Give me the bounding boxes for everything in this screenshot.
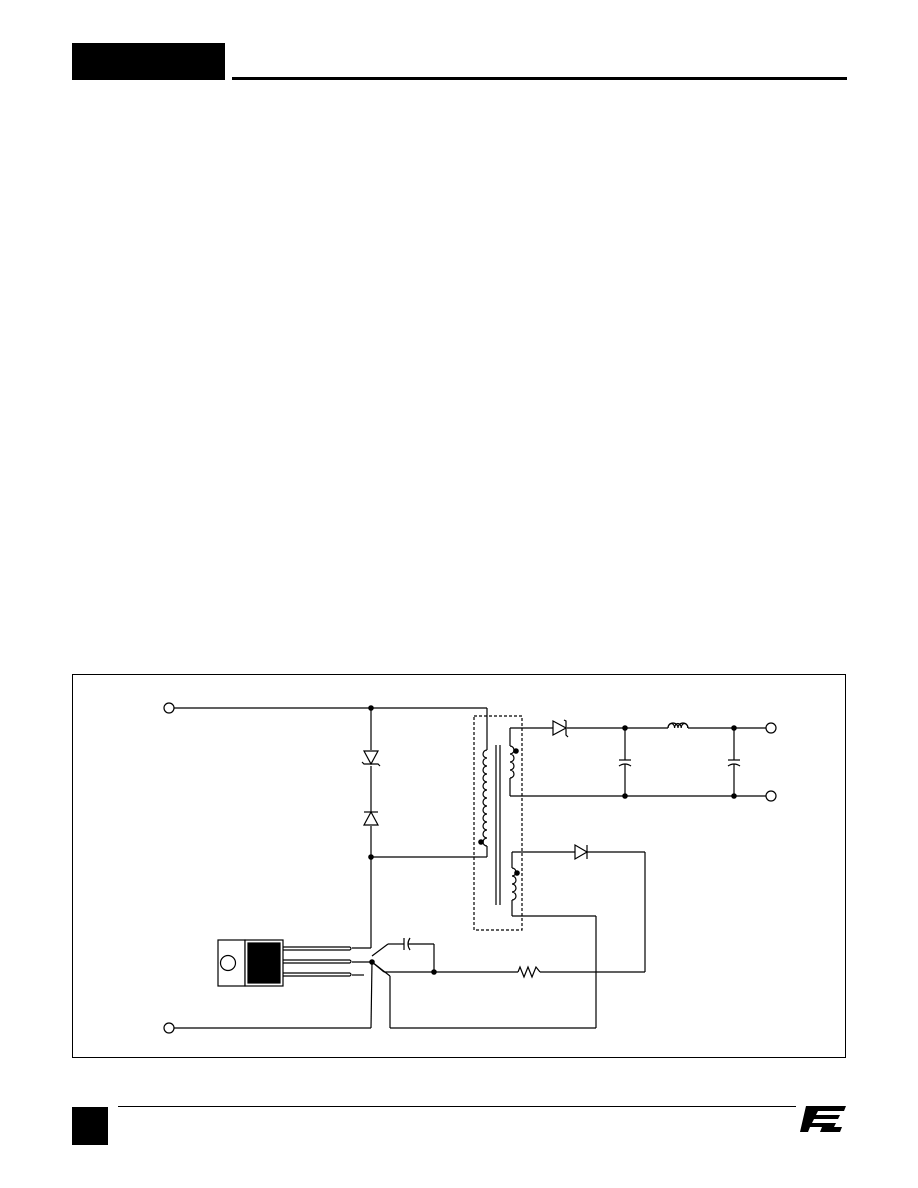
transformer-bias-winding — [511, 852, 520, 916]
wire-bias-top — [512, 851, 646, 972]
transformer-primary-winding — [478, 749, 488, 858]
bias-diode — [574, 843, 589, 861]
header-black-block — [72, 43, 225, 80]
wire-top-rail — [174, 707, 488, 750]
wire-ic-source — [174, 961, 596, 1029]
header-rule — [232, 77, 847, 80]
output-inductor — [667, 722, 689, 729]
bias-resistor — [517, 965, 541, 979]
control-capacitor — [371, 937, 435, 972]
input-terminal-negative — [163, 1022, 175, 1034]
transformer-core — [495, 745, 501, 905]
output-rectifier-diode — [552, 719, 569, 738]
input-terminal-positive — [163, 702, 175, 714]
switcher-ic-to220 — [217, 939, 284, 987]
wire-output-top — [510, 725, 766, 731]
figure-frame — [72, 674, 846, 1058]
node-dot-top — [368, 705, 374, 711]
switcher-ic-leads — [283, 946, 352, 977]
blocking-diode — [362, 810, 380, 826]
clamp-zener-diode — [361, 750, 381, 767]
wire-output-return — [510, 793, 766, 799]
output-terminal-positive — [765, 722, 777, 734]
transformer-secondary-winding — [509, 728, 519, 796]
wire-drain-node — [368, 854, 480, 860]
output-terminal-return — [765, 790, 777, 802]
power-integrations-logo-icon — [800, 1106, 846, 1132]
wire-control-line — [371, 961, 645, 975]
output-capacitor-1 — [618, 728, 632, 796]
output-capacitor-2 — [727, 728, 741, 796]
transformer-boundary — [473, 715, 523, 931]
footer-black-block — [72, 1107, 108, 1145]
wire-ic-drain — [352, 857, 372, 949]
footer-rule — [118, 1106, 796, 1107]
wire-ic-control — [352, 959, 375, 965]
